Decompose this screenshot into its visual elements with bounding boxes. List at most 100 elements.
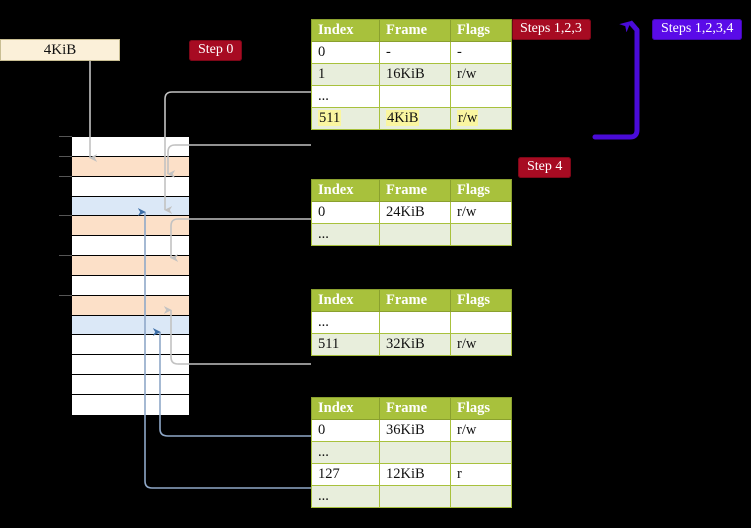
table-cell-frame: 16KiB [379, 63, 451, 86]
memory-frame-row [72, 236, 189, 257]
memory-frame-row [72, 394, 189, 415]
table-cell-flags: r/w [450, 419, 512, 442]
memory-frame-row [72, 335, 189, 356]
table-cell-flags: r/w [450, 333, 512, 356]
connector-grid-to-pd [163, 306, 311, 365]
table-cell-index: ... [311, 441, 380, 464]
table-cell-index: 127 [311, 463, 380, 486]
highlighted-value: 4KiB [386, 110, 420, 126]
steps-123-badge: Steps 1,2,3 [511, 19, 591, 41]
table-cell-frame: 4KiB [379, 107, 451, 130]
table-cell-frame: 32KiB [379, 333, 451, 356]
memory-tick-mark [59, 294, 72, 296]
table-row[interactable]: ... [311, 311, 512, 334]
table-cell-frame: 24KiB [379, 201, 451, 224]
table-header-frame: Frame [379, 179, 451, 202]
frame-size-label: 4KiB [43, 41, 77, 58]
table-row[interactable]: ... [311, 485, 512, 508]
memory-frame-row [72, 315, 189, 336]
memory-frame-row [72, 375, 189, 395]
memory-tick-mark [59, 255, 72, 257]
table-header-frame: Frame [379, 289, 451, 312]
highlighted-value: 511 [318, 110, 342, 126]
physical-memory-grid [71, 136, 190, 415]
table-cell-index: 1 [311, 63, 380, 86]
highlighted-value: r/w [457, 110, 479, 126]
recursive-mapping-arrow [592, 20, 640, 140]
memory-frame-row [72, 256, 189, 276]
table-cell-frame [379, 485, 451, 508]
frame-size-box: 4KiB [0, 39, 120, 61]
table-cell-frame: - [379, 41, 451, 64]
table-cell-index: 0 [311, 201, 380, 224]
table-row[interactable]: 0-- [311, 41, 512, 64]
table-cell-index: ... [311, 311, 380, 334]
table-cell-frame [379, 223, 451, 246]
memory-frame-row [72, 137, 189, 157]
table-cell-frame [379, 85, 451, 108]
memory-frame-row [72, 156, 189, 177]
table-cell-flags: r/w [450, 107, 512, 130]
memory-frame-row [72, 196, 189, 217]
steps-1234-badge-wrap: Steps 1,2,3,4 [652, 19, 743, 41]
table-cell-index: 511 [311, 107, 380, 130]
table-cell-index: 511 [311, 333, 380, 356]
step-4-badge: Step 4 [518, 157, 572, 179]
step-0-badge-wrap: Step 0 [189, 40, 243, 62]
table-cell-index: ... [311, 485, 380, 508]
memory-tick-mark [59, 155, 72, 157]
table-cell-flags [450, 441, 512, 464]
steps-1234-badge: Steps 1,2,3,4 [652, 19, 743, 41]
table-header-index: Index [311, 397, 380, 420]
memory-frame-row [72, 275, 189, 296]
table-row[interactable]: ... [311, 85, 512, 108]
table-cell-flags: r/w [450, 63, 512, 86]
table-row[interactable]: ... [311, 223, 512, 246]
table-header-flags: Flags [450, 19, 512, 42]
table-row[interactable]: 511 4KiB r/w [311, 107, 512, 130]
table-cell-flags: r [450, 463, 512, 486]
table-header-flags: Flags [450, 179, 512, 202]
memory-tick-mark [59, 175, 72, 177]
table-cell-index: ... [311, 223, 380, 246]
connector-grid-to-pdpt [170, 218, 311, 262]
table-row[interactable]: ... [311, 441, 512, 464]
table-cell-flags [450, 311, 512, 334]
memory-tick-mark [59, 215, 72, 217]
memory-frame-row [72, 176, 189, 197]
step-0-badge: Step 0 [189, 40, 243, 62]
steps-123-badge-wrap: Steps 1,2,3 [511, 19, 591, 41]
table-header-index: Index [311, 179, 380, 202]
table-cell-index: 0 [311, 41, 380, 64]
table-header-index: Index [311, 289, 380, 312]
memory-frame-row [72, 216, 189, 237]
memory-tick-mark [59, 136, 72, 137]
table-header-flags: Flags [450, 397, 512, 420]
table-cell-frame: 12KiB [379, 463, 451, 486]
table-cell-frame [379, 311, 451, 334]
table-header-frame: Frame [379, 19, 451, 42]
memory-frame-row [72, 295, 189, 316]
step-4-badge-wrap: Step 4 [518, 157, 572, 179]
table-cell-frame [379, 441, 451, 464]
table-cell-index: ... [311, 85, 380, 108]
table-cell-flags: - [450, 41, 512, 64]
table-cell-frame: 36KiB [379, 419, 451, 442]
table-header-frame: Frame [379, 397, 451, 420]
table-header-flags: Flags [450, 289, 512, 312]
table-cell-flags: r/w [450, 201, 512, 224]
table-cell-flags [450, 223, 512, 246]
table-cell-flags [450, 485, 512, 508]
table-cell-index: 0 [311, 419, 380, 442]
table-header-index: Index [311, 19, 380, 42]
memory-frame-row [72, 355, 189, 376]
